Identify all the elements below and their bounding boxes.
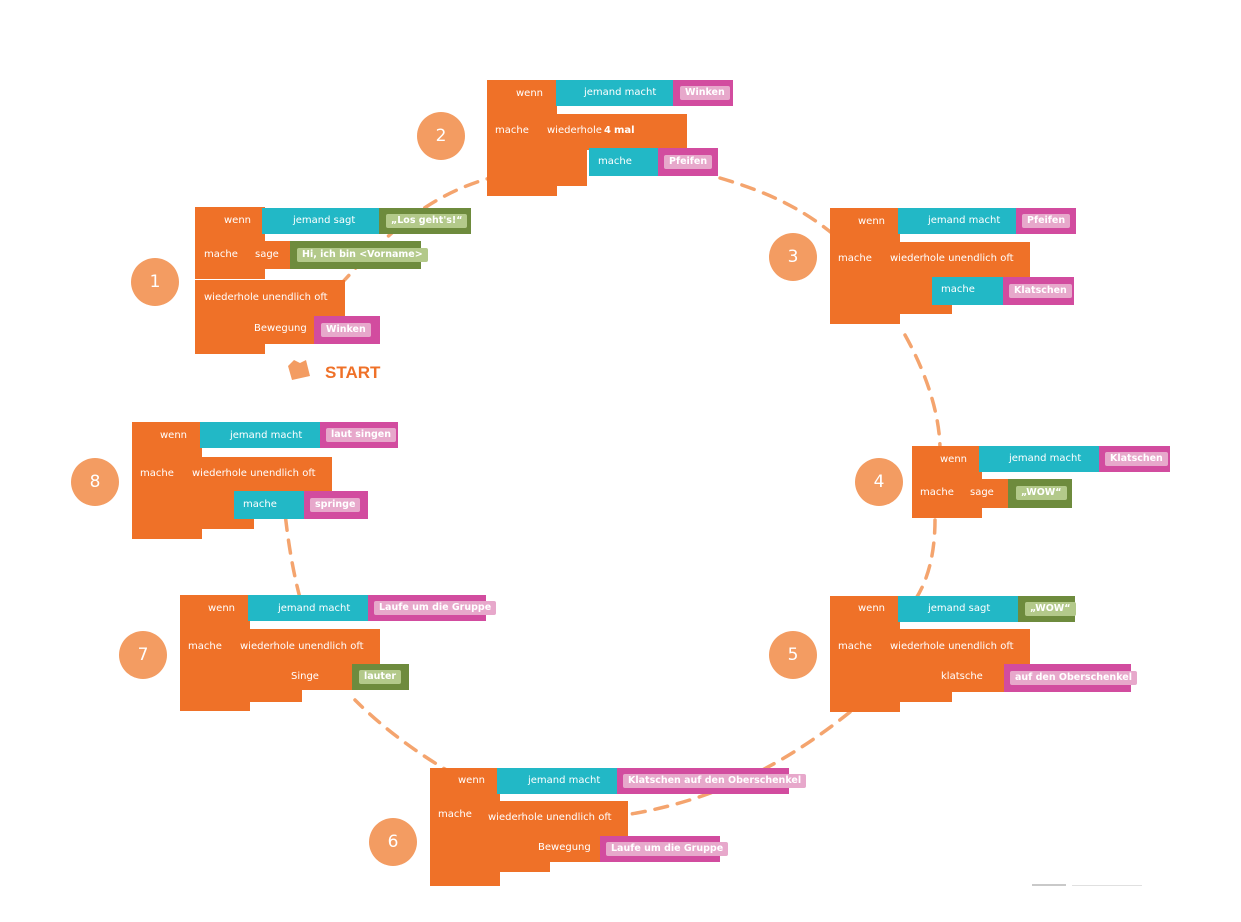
body-footer	[912, 506, 962, 518]
step-number-5: 5	[769, 631, 817, 679]
do-label: mache	[920, 487, 954, 498]
inner-value[interactable]: springe	[310, 498, 361, 512]
do-label: mache	[838, 641, 872, 652]
when-label: wenn	[458, 775, 486, 786]
trigger-sensor[interactable]	[898, 596, 1022, 622]
trigger-label: jemand macht	[584, 87, 657, 98]
move-value[interactable]: Winken	[321, 323, 371, 337]
trigger-label: jemand macht	[230, 430, 303, 441]
trigger-label: jemand sagt	[293, 215, 356, 226]
trigger-label: jemand macht	[528, 775, 601, 786]
loop-count[interactable]: 4	[604, 125, 611, 136]
inner-value[interactable]: Pfeifen	[664, 155, 713, 169]
inner-value[interactable]: Klatschen	[1009, 284, 1072, 298]
trigger-value[interactable]: Klatschen auf den Oberschenkel	[623, 774, 807, 788]
loop-label: wiederhole unendlich oft	[240, 641, 364, 652]
trigger-sensor[interactable]	[262, 208, 382, 234]
when-label: wenn	[160, 430, 188, 441]
step-number-1: 1	[131, 258, 179, 306]
step-number-8: 8	[71, 458, 119, 506]
do-label: mache	[438, 809, 472, 820]
inner-label: mache	[598, 156, 632, 167]
say-label: sage	[255, 249, 279, 260]
clap-label: klatsche	[941, 671, 983, 682]
move-block[interactable]	[245, 316, 317, 344]
loop-block	[537, 114, 687, 150]
trigger-sensor[interactable]	[556, 80, 676, 106]
trigger-value[interactable]: Klatschen	[1105, 452, 1168, 466]
when-label: wenn	[224, 215, 252, 226]
decorative-line	[1032, 884, 1142, 886]
move-value[interactable]: Laufe um die Gruppe	[606, 842, 729, 856]
inner-label: mache	[243, 499, 277, 510]
move-label: Bewegung	[254, 323, 307, 334]
trigger-value[interactable]: Pfeifen	[1022, 214, 1071, 228]
clap-block[interactable]	[932, 664, 1008, 692]
trigger-label: jemand sagt	[928, 603, 991, 614]
do-label: mache	[140, 468, 174, 479]
trigger-sensor[interactable]	[497, 768, 621, 794]
step-number-4: 4	[855, 458, 903, 506]
trigger-value[interactable]: „Los geht's!“	[386, 214, 468, 228]
loop-label: wiederhole unendlich oft	[204, 292, 328, 303]
trigger-sensor[interactable]	[979, 446, 1103, 472]
do-label: mache	[838, 253, 872, 264]
loop-prefix: wiederhole	[547, 125, 602, 136]
loop-label: wiederhole unendlich oft	[488, 812, 612, 823]
sing-block[interactable]	[282, 664, 356, 690]
trigger-value[interactable]: laut singen	[326, 428, 396, 442]
inner-sensor[interactable]	[932, 277, 1006, 305]
trigger-label: jemand macht	[928, 215, 1001, 226]
step-number-6: 6	[369, 818, 417, 866]
trigger-value[interactable]: „WOW“	[1025, 602, 1076, 616]
clap-value[interactable]: auf den Oberschenkel	[1010, 671, 1137, 685]
when-label: wenn	[858, 216, 886, 227]
trigger-value[interactable]: Laufe um die Gruppe	[374, 601, 497, 615]
inner-label: mache	[941, 284, 975, 295]
step-number-3: 3	[769, 233, 817, 281]
step-number-2: 2	[417, 112, 465, 160]
when-label: wenn	[858, 603, 886, 614]
loop-suffix: mal	[614, 125, 635, 136]
start-arrow-icon	[288, 360, 310, 380]
say-block[interactable]	[962, 479, 1012, 508]
do-label: mache	[495, 125, 529, 136]
move-label: Bewegung	[538, 842, 591, 853]
loop-label: wiederhole unendlich oft	[890, 641, 1014, 652]
loop-block	[195, 280, 345, 316]
step-number-7: 7	[119, 631, 167, 679]
sing-value[interactable]: lauter	[359, 670, 402, 684]
loop-block	[230, 629, 380, 665]
sing-label: Singe	[291, 671, 319, 682]
trigger-sensor[interactable]	[200, 422, 324, 448]
loop-block	[182, 457, 332, 493]
loop-label: wiederhole unendlich oft	[890, 253, 1014, 264]
do-label: mache	[188, 641, 222, 652]
inner-sensor[interactable]	[589, 148, 661, 176]
say-value[interactable]: Hi, ich bin <Vorname>	[297, 248, 428, 262]
say-label: sage	[970, 487, 994, 498]
trigger-sensor[interactable]	[898, 208, 1020, 234]
loop-footer	[537, 150, 587, 186]
when-label: wenn	[516, 88, 544, 99]
say-value[interactable]: „WOW“	[1016, 486, 1067, 500]
when-label: wenn	[940, 454, 968, 465]
loop-block	[478, 801, 628, 837]
trigger-value[interactable]: Winken	[680, 86, 730, 100]
loop-block	[880, 629, 1030, 665]
trigger-sensor[interactable]	[248, 595, 372, 621]
when-label: wenn	[208, 603, 236, 614]
say-block[interactable]	[245, 241, 295, 269]
do-label: mache	[204, 249, 238, 260]
loop-label: wiederhole unendlich oft	[192, 468, 316, 479]
loop-block	[880, 242, 1030, 278]
trigger-label: jemand macht	[278, 603, 351, 614]
move-block[interactable]	[529, 836, 605, 862]
trigger-label: jemand macht	[1009, 453, 1082, 464]
inner-sensor[interactable]	[234, 491, 308, 519]
start-label: START	[325, 363, 381, 382]
